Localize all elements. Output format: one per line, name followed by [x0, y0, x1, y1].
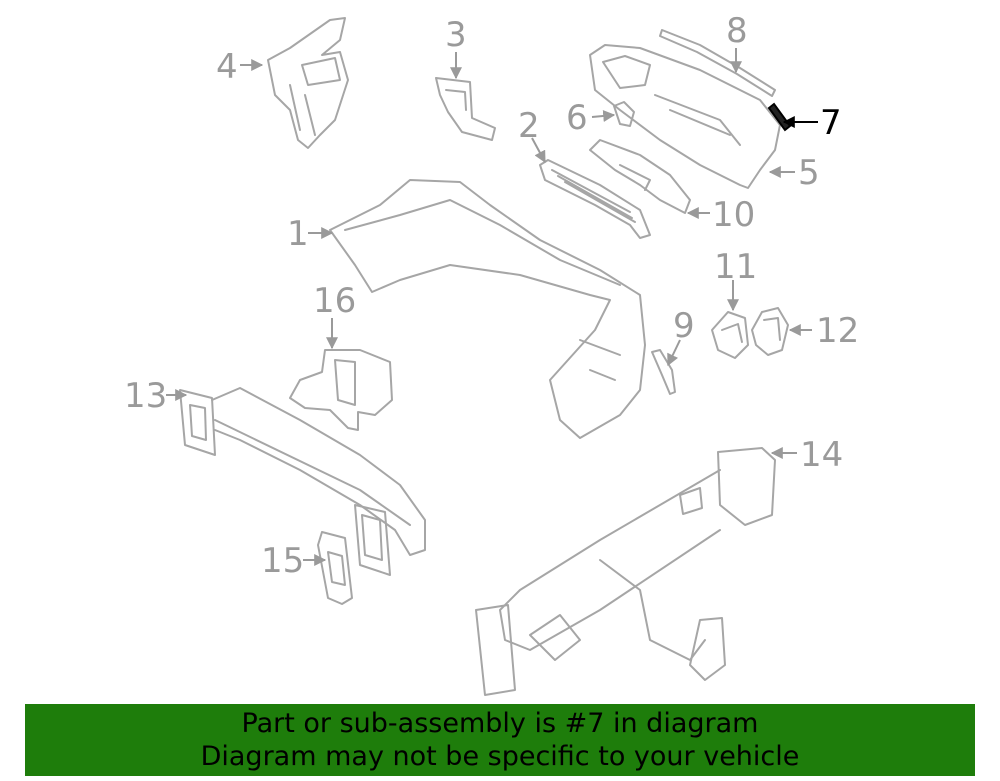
callout-11: 11 [714, 247, 757, 287]
callout-14: 14 [800, 435, 843, 475]
leader-9 [667, 339, 681, 367]
part-1-bumper-cover [329, 179, 646, 439]
part-3-bracket [435, 77, 496, 141]
banner-line-1: Part or sub-assembly is #7 in diagram [241, 708, 759, 739]
parts-diagram: 4 3 8 6 7 2 5 10 1 11 12 9 16 13 14 15 [124, 11, 859, 696]
callout-15: 15 [261, 541, 304, 581]
callout-7: 7 [820, 103, 842, 143]
callout-12: 12 [816, 311, 859, 351]
callout-5: 5 [798, 153, 820, 193]
part-4-bracket [267, 17, 349, 149]
callout-13: 13 [124, 376, 167, 416]
callout-8: 8 [726, 11, 748, 51]
part-6-clip [613, 101, 635, 127]
leader-6 [591, 110, 616, 122]
callout-1: 1 [287, 214, 309, 254]
part-11-cap [711, 311, 749, 359]
part-9-reflector [651, 349, 676, 395]
callout-2: 2 [518, 106, 540, 146]
part-10-cover [589, 139, 691, 214]
part-12-cap [751, 307, 789, 356]
part-14-tow-hitch [475, 447, 776, 696]
callout-4: 4 [216, 47, 238, 87]
part-13-beam [179, 387, 426, 576]
callout-10: 10 [712, 195, 755, 235]
part-8-strip [659, 29, 776, 97]
callout-6: 6 [566, 98, 588, 138]
leader-2 [531, 137, 546, 164]
part-2-grille [539, 159, 651, 239]
info-banner: Part or sub-assembly is #7 in diagram Di… [25, 704, 975, 776]
callout-3: 3 [445, 15, 467, 55]
callout-9: 9 [673, 306, 695, 346]
part-15-plate [317, 531, 353, 605]
banner-line-2: Diagram may not be specific to your vehi… [200, 741, 800, 772]
part-5-diffuser [589, 44, 781, 189]
callout-16: 16 [313, 281, 356, 321]
part-16-mount [289, 349, 393, 431]
